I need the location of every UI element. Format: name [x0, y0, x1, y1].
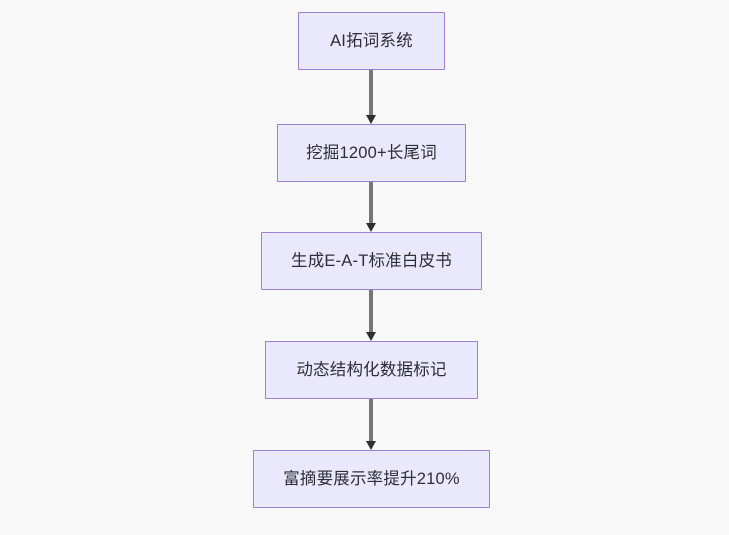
flow-node-label: 富摘要展示率提升210%: [283, 469, 460, 488]
arrow-down-icon: [365, 115, 376, 124]
arrow-down-icon: [365, 223, 376, 232]
edge-line: [369, 182, 373, 224]
flow-node-ai-keyword-system[interactable]: AI拓词系统: [298, 12, 445, 70]
flow-node-dynamic-structured-data-markup[interactable]: 动态结构化数据标记: [265, 341, 478, 399]
flow-node-label: 动态结构化数据标记: [296, 360, 447, 379]
arrow-down-icon: [365, 332, 376, 341]
edge-line: [369, 399, 373, 442]
flow-node-label: AI拓词系统: [330, 31, 413, 50]
edge-line: [369, 290, 373, 333]
arrow-down-icon: [365, 441, 376, 450]
flow-node-rich-snippet-impression-uplift[interactable]: 富摘要展示率提升210%: [253, 450, 490, 508]
flow-node-label: 生成E-A-T标准白皮书: [291, 251, 452, 270]
edge-line: [369, 70, 373, 116]
flow-node-generate-eat-whitepaper[interactable]: 生成E-A-T标准白皮书: [261, 232, 482, 290]
flow-node-mine-longtail-keywords[interactable]: 挖掘1200+长尾词: [277, 124, 466, 182]
flow-node-label: 挖掘1200+长尾词: [306, 143, 437, 162]
